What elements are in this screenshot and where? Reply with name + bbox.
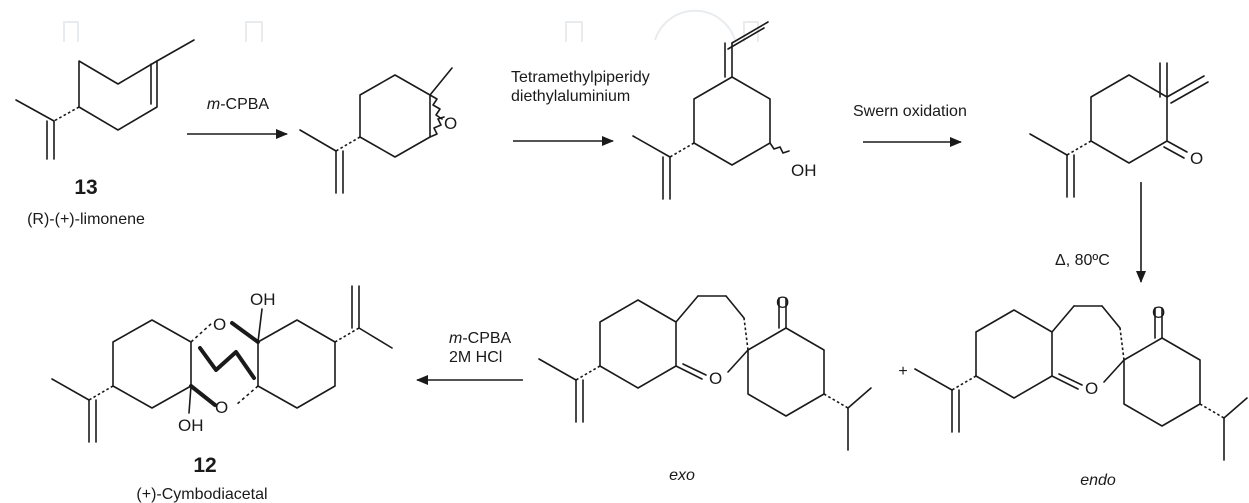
compound-name-cymbodiacetal: (+)-Cymbodiacetal bbox=[136, 486, 267, 503]
reagent-mcpba-1: m-CPBA bbox=[207, 96, 270, 113]
cymbodiacetal-oxygen-top: O bbox=[213, 315, 226, 334]
reagent-tmp-line2: diethylaluminium bbox=[511, 88, 630, 105]
plus-sign: + bbox=[898, 363, 907, 380]
enone-ketone-oxygen: O bbox=[1190, 149, 1203, 168]
endo-structure bbox=[914, 305, 1248, 461]
cymbodiacetal-structure bbox=[51, 285, 393, 443]
epoxide-structure bbox=[299, 67, 453, 194]
label-endo: endo bbox=[1080, 472, 1116, 489]
compound-number-12: 12 bbox=[193, 454, 216, 477]
allylic-alcohol-structure bbox=[632, 21, 790, 200]
endo-ring-oxygen: O bbox=[1085, 379, 1098, 398]
reagent-swern: Swern oxidation bbox=[853, 103, 967, 120]
endo-ketone-oxygen: O bbox=[1152, 303, 1165, 322]
compound-name-limonene: (R)-(+)-limonene bbox=[27, 211, 145, 228]
limonene-structure bbox=[15, 39, 195, 160]
hydroxyl-oh: OH bbox=[791, 161, 817, 180]
enone-structure bbox=[1029, 62, 1209, 198]
exo-ketone-oxygen: O bbox=[776, 293, 789, 312]
reagent-mcpba-2: m-CPBA bbox=[449, 330, 512, 347]
epoxide-oxygen: O bbox=[444, 114, 457, 133]
compound-number-13: 13 bbox=[74, 176, 97, 199]
reagent-tmp-line1: Tetramethylpiperidy bbox=[511, 69, 650, 86]
reagent-hcl: 2M HCl bbox=[449, 349, 502, 366]
exo-structure bbox=[538, 295, 872, 451]
exo-ring-oxygen: O bbox=[709, 369, 722, 388]
reagent-heat: Δ, 80ºC bbox=[1055, 252, 1110, 269]
watermark-logo bbox=[63, 9, 759, 42]
cymbodiacetal-oxygen-bottom: O bbox=[215, 398, 228, 417]
cymbodiacetal-oh-bottom: OH bbox=[178, 416, 204, 435]
label-exo: exo bbox=[669, 467, 695, 484]
cymbodiacetal-oh-top: OH bbox=[250, 290, 276, 309]
